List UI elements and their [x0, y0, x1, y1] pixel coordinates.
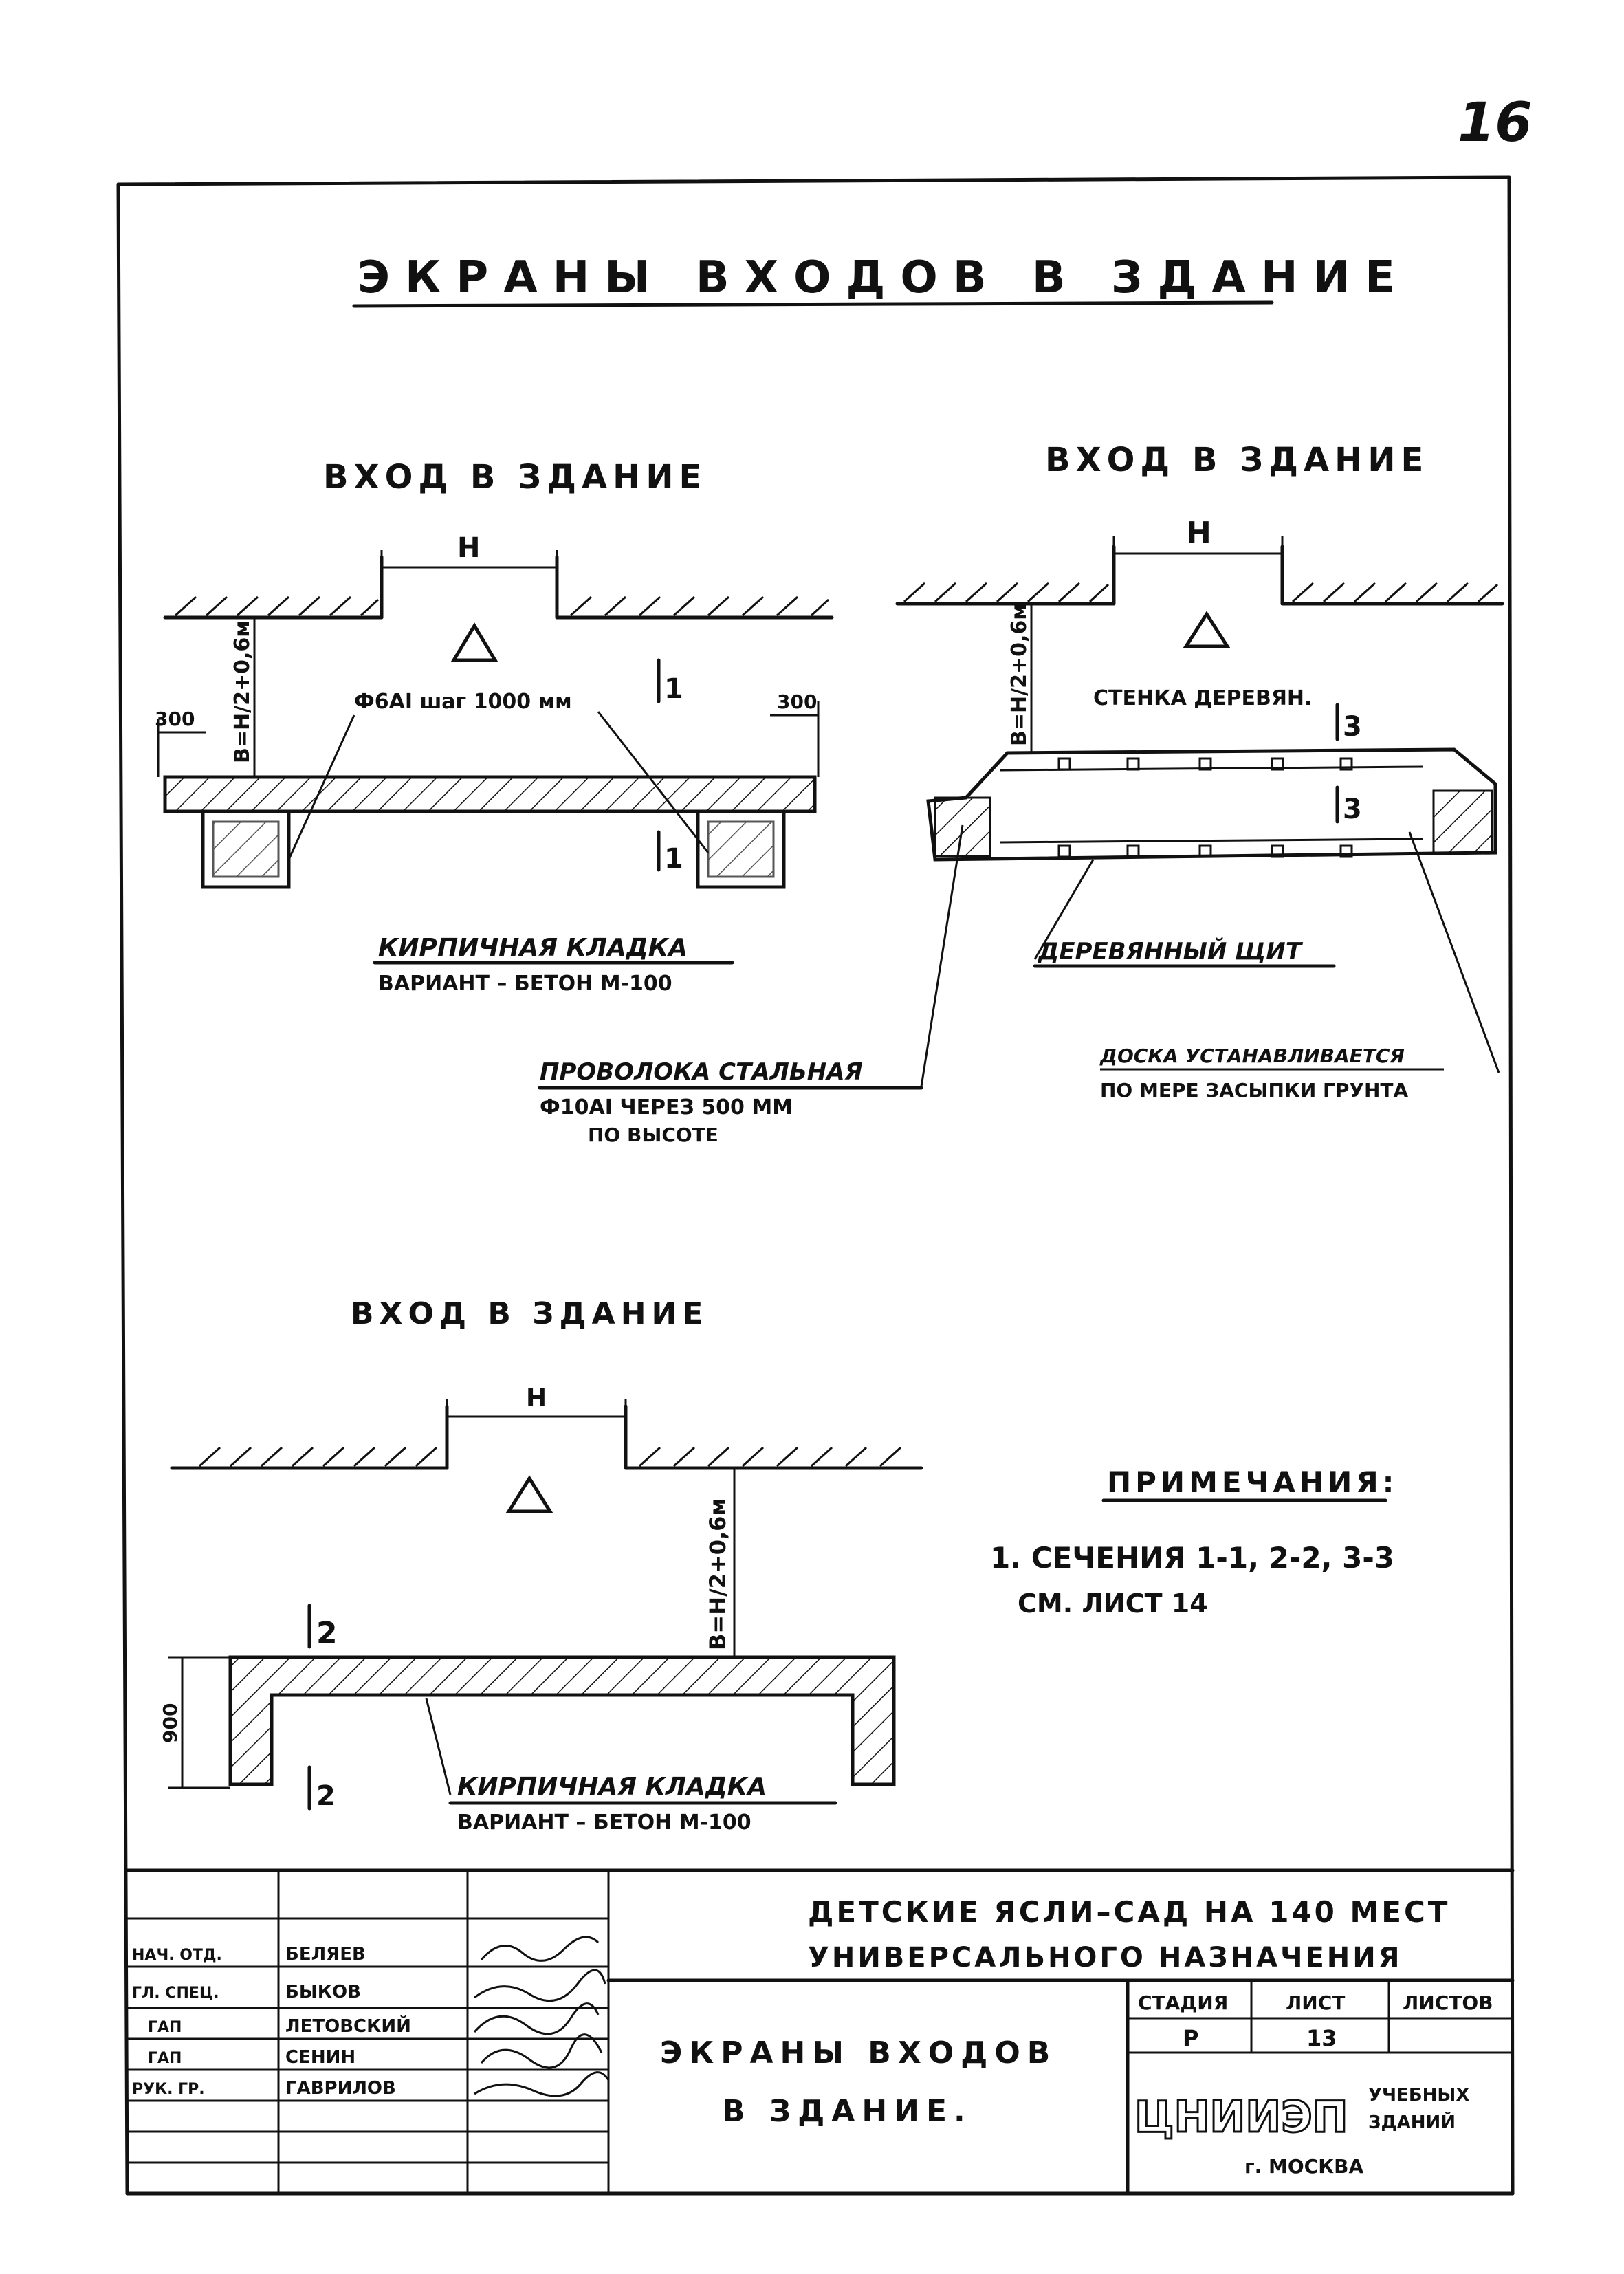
diagram-3-material-variant: ВАРИАНТ – БЕТОН М-100: [457, 1811, 751, 1835]
org-city: г. МОСКВА: [1244, 2155, 1363, 2178]
role-2: ГЛ. СПЕЦ.: [132, 1985, 219, 2002]
diagram-1-heading: ВХОД В ЗДАНИЕ: [323, 458, 707, 496]
diagram-2-shield-label: ДЕРЕВЯННЫЙ ЩИТ: [1038, 937, 1304, 965]
diagram-2-wall-label: СТЕНКА ДЕРЕВЯН.: [1093, 686, 1312, 710]
diagram-1-dim-300-right: 300: [777, 690, 817, 713]
page-number: 16: [1458, 92, 1533, 154]
name-3: ЛЕТОВСКИЙ: [285, 2015, 411, 2037]
diagram-3-material: КИРПИЧНАЯ КЛАДКА: [457, 1773, 767, 1801]
project-title-line-2: УНИВЕРСАЛЬНОГО НАЗНАЧЕНИЯ: [808, 1942, 1403, 1974]
notes: ПРИМЕЧАНИЯ: 1. СЕЧЕНИЯ 1-1, 2-2, 3-3 СМ.…: [990, 1465, 1398, 1619]
diagram-3-dim-b: В=Н/2+0,6м: [705, 1498, 731, 1650]
diagram-1-dim-300-left: 300: [155, 708, 195, 730]
diagram-3-section-top: 2: [316, 1616, 338, 1651]
main-title-underline: [352, 300, 1274, 308]
drawing-title-line-2: В ЗДАНИЕ.: [722, 2094, 972, 2129]
diagram-2-board-label2: ПО МЕРЕ ЗАСЫПКИ ГРУНТА: [1100, 1079, 1408, 1102]
diagram-1: ВХОД В ЗДАНИЕ Н В=Н/2+0,6м 300 300: [155, 458, 834, 996]
role-4: ГАП: [148, 2050, 182, 2067]
diagram-2-section-top: 3: [1343, 711, 1362, 743]
diagram-2: ВХОД В ЗДАНИЕ Н В=Н/2+0,6м СТЕНКА ДЕРЕВЯ…: [538, 441, 1504, 1146]
diagram-2-section-bottom: 3: [1343, 794, 1362, 825]
diagram-3-entry-triangle: [505, 1475, 553, 1513]
diagram-3-section-bottom: 2: [316, 1780, 336, 1812]
org-line-2: ЗДАНИЙ: [1368, 2111, 1456, 2133]
diagram-1-footing-left: [201, 809, 291, 889]
diagram-3-screen-wall: [228, 1655, 896, 1786]
drawing-title-line-1: ЭКРАНЫ ВХОДОВ: [660, 2035, 1057, 2070]
notes-heading: ПРИМЕЧАНИЯ:: [1107, 1465, 1398, 1499]
diagram-1-material-variant: ВАРИАНТ – БЕТОН М-100: [378, 972, 672, 996]
sheets-header: ЛИСТОВ: [1403, 1991, 1493, 2014]
notes-line-1: 1. СЕЧЕНИЯ 1-1, 2-2, 3-3: [990, 1541, 1394, 1575]
diagram-2-board-label: ДОСКА УСТАНАВЛИВАЕТСЯ: [1099, 1045, 1405, 1067]
diagram-3: ВХОД В ЗДАНИЕ Н В=Н/2+0,6м 900 2: [159, 1296, 923, 1835]
diagram-3-dim-height: 900: [159, 1703, 182, 1743]
diagram-1-section-top: 1: [664, 673, 683, 705]
title-block: ДЕТСКИЕ ЯСЛИ–САД НА 140 МЕСТ УНИВЕРСАЛЬН…: [125, 1868, 1515, 2196]
diagram-1-screen-wall: [163, 775, 817, 813]
diagram-2-dim-b: В=Н/2+0,6м: [1007, 603, 1031, 746]
name-1: БЕЛЯЕВ: [285, 1944, 366, 1965]
diagram-1-footing-right: [696, 809, 786, 889]
diagram-1-dim-h: Н: [457, 532, 480, 564]
name-2: БЫКОВ: [285, 1982, 361, 2002]
diagram-1-section-bottom: 1: [664, 843, 683, 875]
diagram-2-wire-label: ПРОВОЛОКА СТАЛЬНАЯ: [540, 1058, 863, 1086]
org-line-1: УЧЕБНЫХ: [1368, 2085, 1469, 2106]
name-4: СЕНИН: [285, 2047, 355, 2068]
diagram-2-heading: ВХОД В ЗДАНИЕ: [1045, 441, 1429, 479]
role-5: РУК. ГР.: [132, 2081, 205, 2098]
diagram-3-dim-h: Н: [526, 1384, 547, 1412]
diagram-2-wooden-screen: [926, 747, 1497, 862]
org-name: ЦНИИЭП: [1134, 2092, 1348, 2142]
sheet-frame: [116, 175, 1515, 2196]
diagram-3-heading: ВХОД В ЗДАНИЕ: [351, 1296, 708, 1331]
sheet-header: ЛИСТ: [1286, 1991, 1345, 2014]
role-3: ГАП: [148, 2019, 182, 2036]
name-5: ГАВРИЛОВ: [285, 2078, 396, 2099]
diagram-1-material: КИРПИЧНАЯ КЛАДКА: [378, 934, 688, 962]
diagram-1-rebar-label: Ф6АI шаг 1000 мм: [354, 690, 572, 714]
stage-header: СТАДИЯ: [1138, 1991, 1228, 2014]
diagram-2-wire-spec: Ф10АI ЧЕРЕЗ 500 ММ: [540, 1095, 793, 1119]
diagram-1-entry-triangle: [450, 622, 498, 662]
notes-line-2: СМ. ЛИСТ 14: [1018, 1588, 1208, 1619]
diagram-1-dim-b: В=Н/2+0,6м: [230, 620, 254, 763]
sheet-value: 13: [1306, 2025, 1337, 2051]
main-title: ЭКРАНЫ ВХОДОВ В ЗДАНИЕ: [358, 252, 1410, 303]
signatures: [473, 1936, 610, 2097]
stage-value: Р: [1183, 2025, 1198, 2051]
role-1: НАЧ. ОТД.: [132, 1947, 222, 1964]
diagram-2-entry-triangle: [1183, 611, 1231, 648]
project-title-line-1: ДЕТСКИЕ ЯСЛИ–САД НА 140 МЕСТ: [808, 1895, 1450, 1929]
diagram-2-dim-h: Н: [1186, 516, 1211, 551]
diagram-2-wire-spec2: ПО ВЫСОТЕ: [588, 1124, 718, 1146]
